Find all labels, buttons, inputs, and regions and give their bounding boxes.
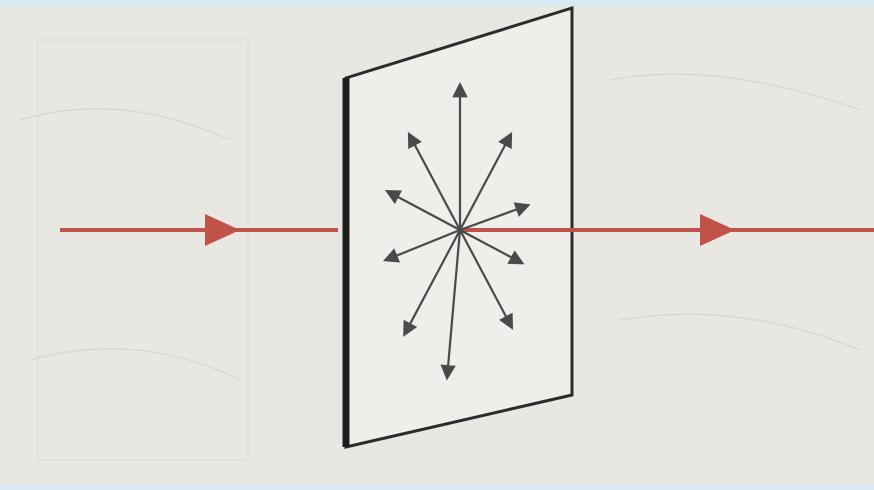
bottom-border-strip <box>0 484 874 490</box>
incident-ray <box>60 214 338 246</box>
transmitted-ray-arrowhead <box>700 214 735 246</box>
vector-origin-dot <box>457 227 463 233</box>
incident-ray-arrowhead <box>205 214 240 246</box>
